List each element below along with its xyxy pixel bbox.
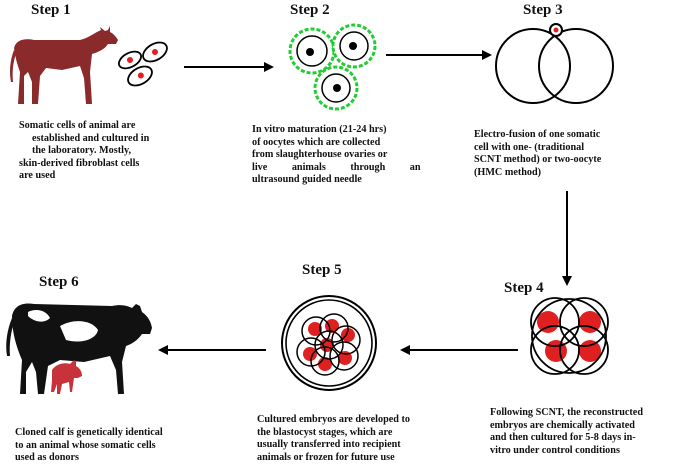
step5-desc-line: Cultured embryos are developed to <box>257 414 410 425</box>
step1-desc-line: skin-derived fibroblast cells <box>19 157 140 169</box>
somatic-cells-icon <box>118 41 168 87</box>
calf-icon <box>51 360 82 394</box>
black-cow-icon <box>6 303 152 394</box>
step1-desc-line: are used <box>19 170 56 182</box>
step4-desc-line: embryos are chemically activated <box>490 419 635 431</box>
step3-description: Electro-fusion of one somatic cell with … <box>474 129 601 179</box>
brown-cow-icon <box>10 26 118 104</box>
step6-description: Cloned calf is genetically identical to … <box>15 427 163 465</box>
reconstructed-embryos-icon <box>530 297 609 375</box>
step6-desc-line: Cloned calf is genetically identical <box>15 427 163 438</box>
step6-title: Step 6 <box>39 274 79 290</box>
step2-desc-line: from slaughterhouse ovaries or <box>252 149 388 161</box>
step5-description: Cultured embryos are developed to the bl… <box>257 414 410 464</box>
step5-desc-line: usually transferred into recipient <box>257 439 401 451</box>
step2-desc-line: In vitro maturation (21-24 hrs) <box>252 124 387 135</box>
step4-description: Following SCNT, the reconstructed embryo… <box>490 407 643 457</box>
step1-desc-line: established and cultured in <box>32 132 150 144</box>
step2-title: Step 2 <box>290 2 330 18</box>
step4-title: Step 4 <box>504 280 544 296</box>
step2-desc-line: ultrasound guided needle <box>252 174 362 186</box>
step6-desc-line: used as donors <box>15 452 79 464</box>
step1-title: Step 1 <box>31 2 71 18</box>
blastocyst-icon <box>281 295 377 391</box>
step4-desc-line: and then cultured for 5-8 days in- <box>490 432 636 444</box>
step5-title: Step 5 <box>302 262 342 278</box>
step1-description: Somatic cells of animal are established … <box>19 120 149 183</box>
oocytes-icon <box>288 23 377 111</box>
fusion-icon <box>495 23 614 104</box>
step6-desc-line: to an animal whose somatic cells <box>15 439 156 451</box>
step3-title: Step 3 <box>523 2 563 18</box>
step3-desc-line: (HMC method) <box>474 166 542 178</box>
step1-desc-line: the laboratory. Mostly, <box>32 145 132 157</box>
step5-desc-line: animals or frozen for future use <box>257 451 395 463</box>
step5-desc-line: the blastocyst stages, which are <box>257 426 393 438</box>
step1-desc-line: Somatic cells of animal are <box>19 120 136 131</box>
step2-desc-line: of oocytes which are collected <box>252 136 381 148</box>
step3-desc-line: cell with one- (traditional <box>474 141 585 153</box>
step2-description: In vitro maturation (21-24 hrs) of oocyt… <box>252 124 421 187</box>
step4-desc-line: vitro under control conditions <box>490 444 620 456</box>
step2-desc-line: live animals through an <box>252 161 421 173</box>
step3-desc-line: Electro-fusion of one somatic <box>474 129 601 140</box>
step3-desc-line: SCNT method) or two-oocyte <box>474 154 602 166</box>
step4-desc-line: Following SCNT, the reconstructed <box>490 407 643 418</box>
